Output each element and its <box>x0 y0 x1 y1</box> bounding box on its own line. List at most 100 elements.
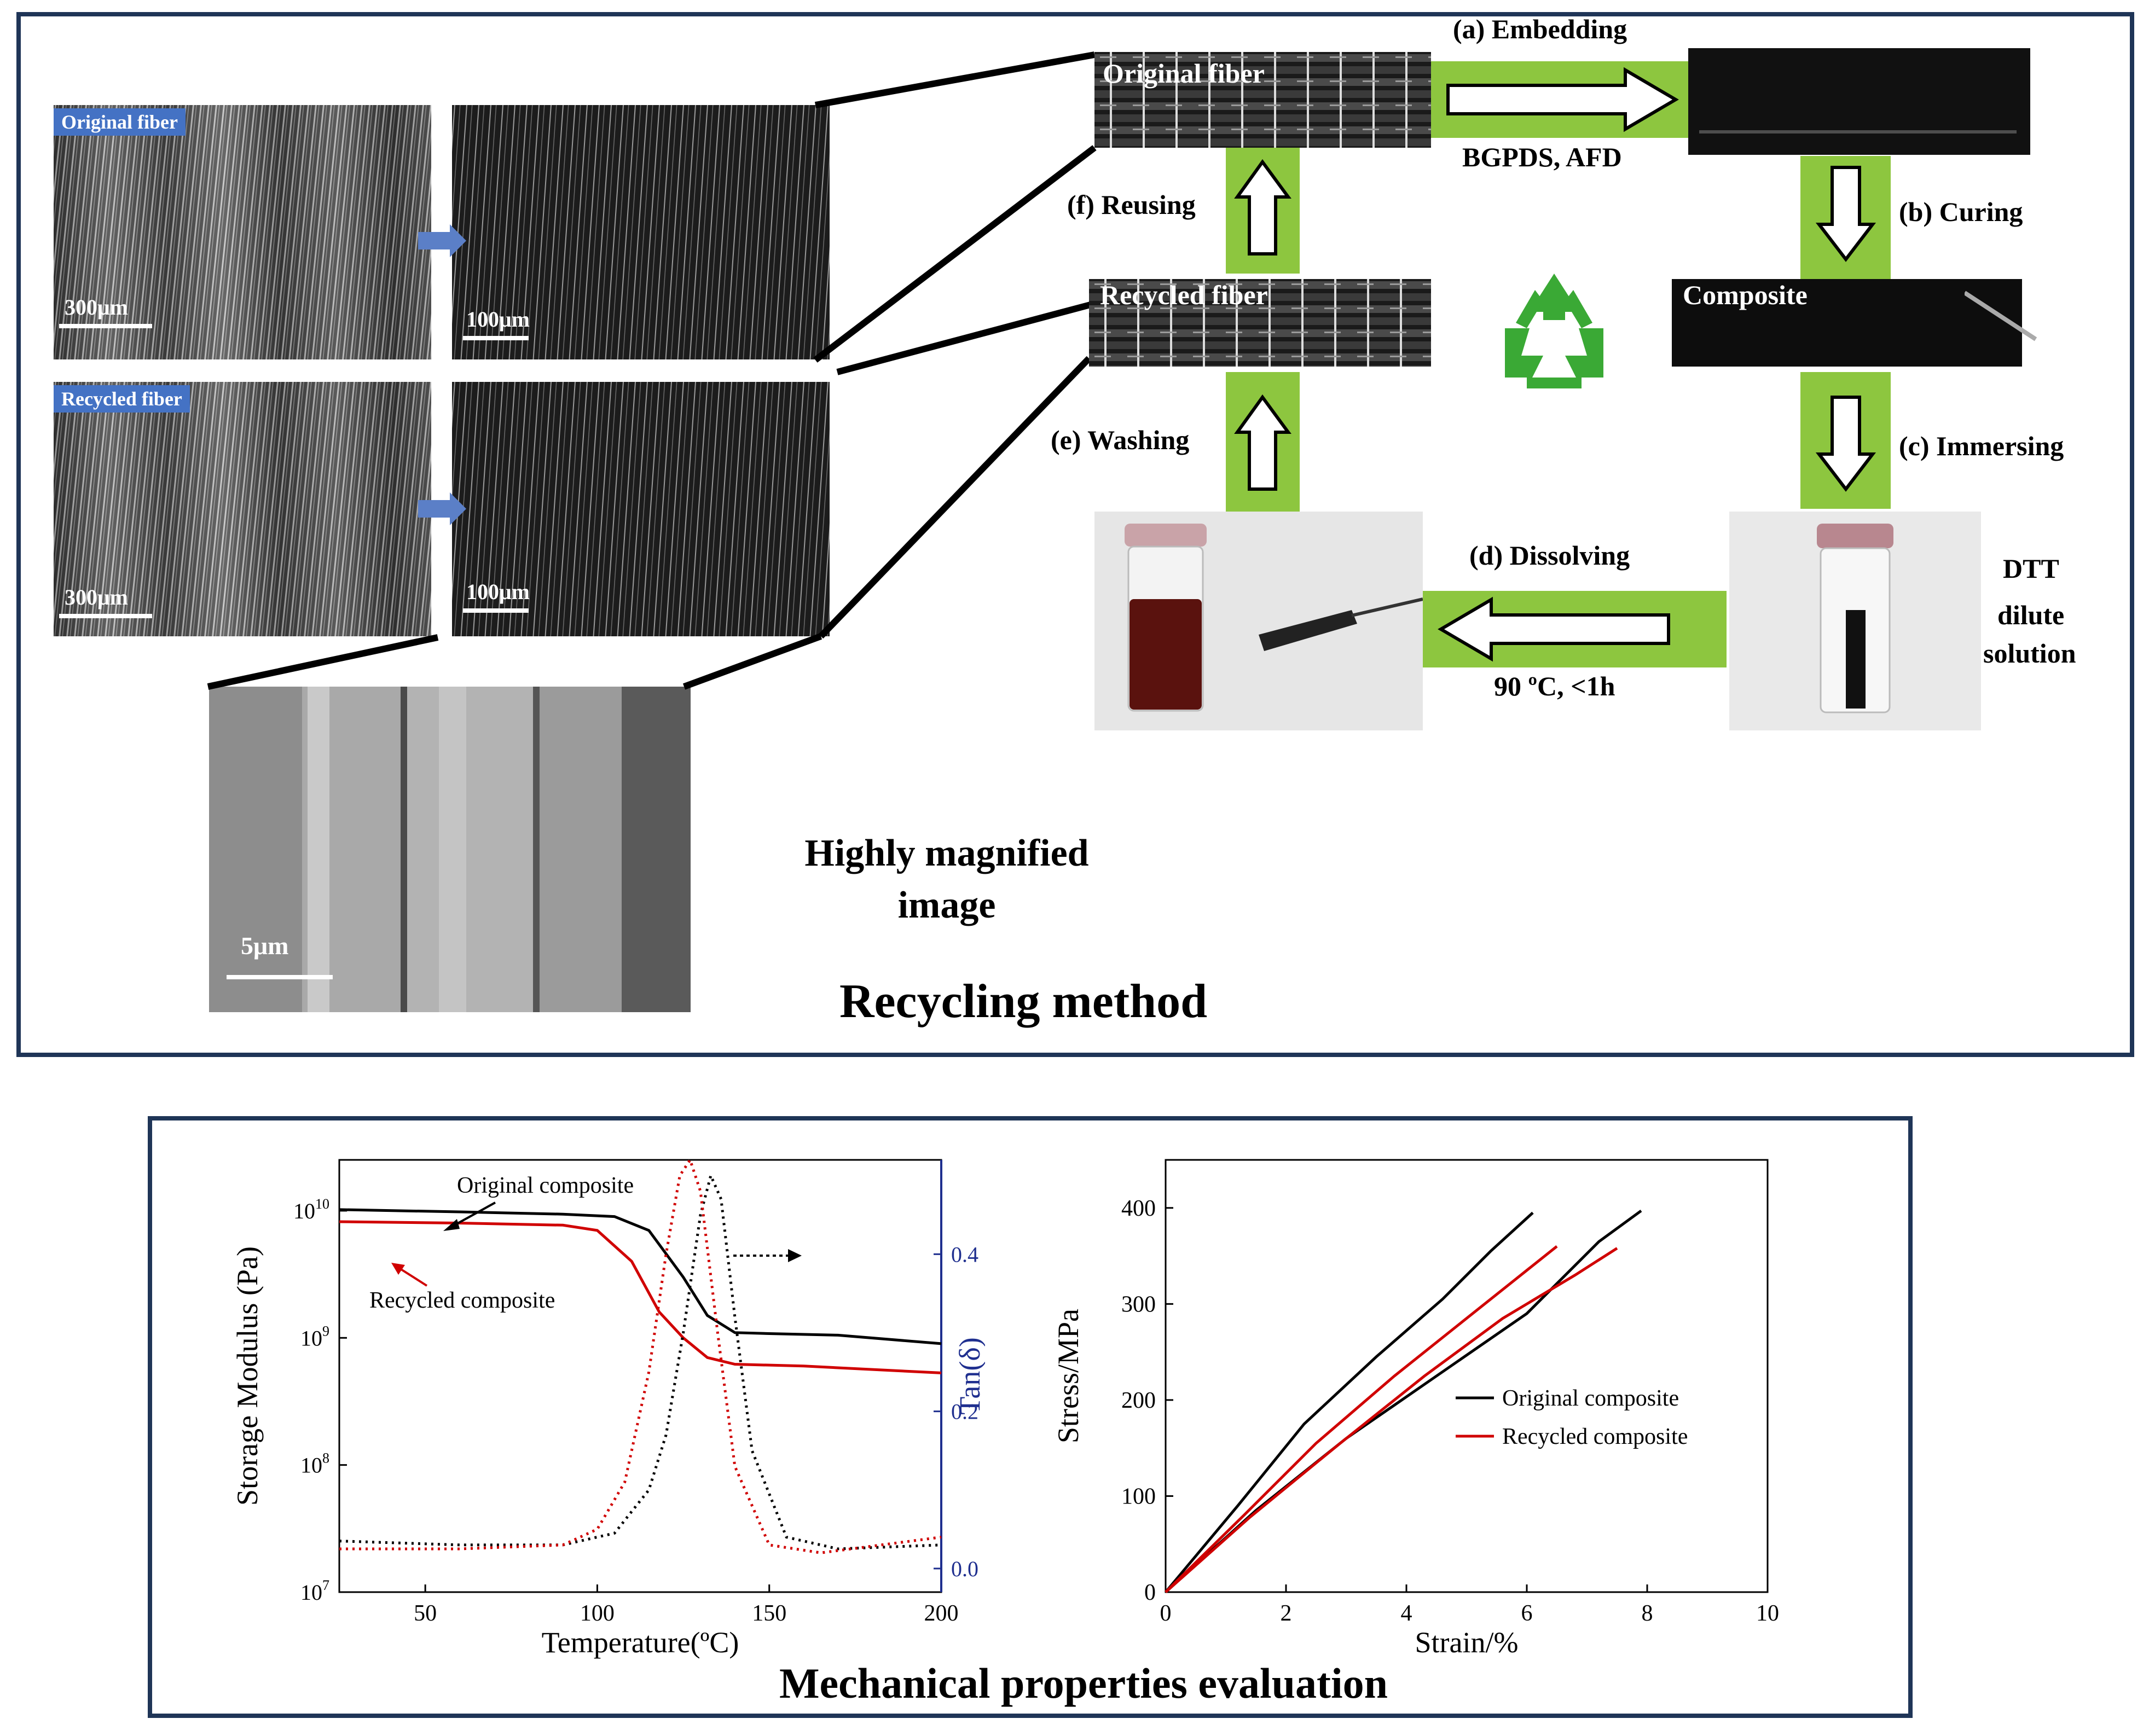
scale-label-300-recycled: 300μm <box>65 585 128 609</box>
composite-sample <box>1672 279 2022 367</box>
mechanical-panel-frame <box>148 1116 1913 1718</box>
y2-tick-label: 0.2 <box>951 1400 978 1424</box>
y-tick-label: 0 <box>1144 1580 1156 1605</box>
y-axis-label: Stress/MPa <box>1052 1309 1085 1443</box>
x-tick-label: 100 <box>580 1601 615 1626</box>
arrow-down-icon <box>1816 396 1876 492</box>
annotation-arrowhead <box>443 1219 460 1231</box>
annotation-arrowhead <box>391 1263 405 1275</box>
scale-bar-300-recycled <box>59 614 152 618</box>
sem-recycled-low-mag <box>54 382 431 636</box>
series-line <box>339 1171 942 1551</box>
y2-tick-label: 0.4 <box>951 1242 978 1267</box>
arrow-right-icon <box>418 224 466 257</box>
tan-axis-arrowhead <box>788 1249 802 1262</box>
series-line <box>1165 1211 1534 1593</box>
y-tick-label: 107 <box>300 1577 329 1605</box>
plot-area <box>1165 1159 1769 1593</box>
annotation-arrow <box>396 1265 428 1287</box>
composite-label: Composite <box>1683 280 1808 310</box>
series-line <box>339 1220 942 1374</box>
x-tick-label: 8 <box>1642 1601 1653 1626</box>
x-tick-label: 2 <box>1281 1601 1292 1626</box>
magnified-caption-line1: Highly magnified <box>804 832 1089 874</box>
arrow-up-icon <box>1234 159 1291 256</box>
y-tick-label: 108 <box>300 1450 329 1478</box>
dtt-label-line2: dilute <box>1997 600 2065 630</box>
arrow-right-icon <box>1446 67 1679 132</box>
scale-bar-100-recycled <box>463 608 529 613</box>
arrow-left-icon <box>1438 596 1670 662</box>
series-line <box>1165 1245 1558 1593</box>
scale-label-300-original: 300μm <box>65 295 128 320</box>
tweezers-icon <box>1965 291 2037 341</box>
dtt-vial-photo <box>1729 512 1981 730</box>
magnified-caption-line2: image <box>897 884 996 926</box>
y-tick-label: 100 <box>1121 1484 1156 1509</box>
recycled-fiber-fabric <box>1089 279 1431 367</box>
scale-label-100-recycled: 100μm <box>466 579 530 604</box>
recycling-panel-title: Recycling method <box>839 975 1208 1028</box>
x-axis-label: Temperature(ºC) <box>542 1626 739 1659</box>
dissolved-vial-photo <box>1094 512 1423 730</box>
step-washing-label: (e) Washing <box>1051 425 1190 455</box>
plot-area <box>338 1159 942 1593</box>
x-axis-label: Strain/% <box>1415 1626 1519 1659</box>
y2-tick-label: 0.0 <box>951 1557 978 1581</box>
x-tick-label: 4 <box>1401 1601 1412 1626</box>
arrow-up-icon <box>1234 394 1291 491</box>
x-tick-label: 10 <box>1756 1601 1779 1626</box>
mechanical-panel-title: Mechanical properties evaluation <box>779 1659 1388 1707</box>
y-tick-label: 1010 <box>293 1196 329 1223</box>
sem-original-low-mag <box>54 105 431 359</box>
step-embedding-label: (a) Embedding <box>1453 14 1627 44</box>
y-tick-label: 109 <box>300 1323 329 1350</box>
scale-bar-300-original <box>59 324 152 328</box>
recycled-fiber-label: Recycled fiber <box>1100 280 1268 310</box>
scale-bar-5 <box>227 975 333 979</box>
arrow-right-icon <box>418 492 466 525</box>
dtt-label-line3: solution <box>1983 638 2076 669</box>
scale-label-5: 5μm <box>241 932 289 960</box>
sem-recycled-high-mag <box>452 382 830 636</box>
y-tick-label: 300 <box>1121 1292 1156 1317</box>
legend-label: Original composite <box>1502 1386 1679 1411</box>
embedded-fiber-sample <box>1688 48 2030 155</box>
legend-label: Recycled composite <box>1502 1424 1688 1449</box>
series-line <box>1165 1209 1642 1593</box>
series-line <box>339 1208 942 1345</box>
arrow-down-icon <box>1816 166 1876 262</box>
step-dissolving-label: (d) Dissolving <box>1469 540 1630 571</box>
y-tick-label: 400 <box>1121 1196 1156 1221</box>
connector-lines <box>207 51 1097 690</box>
scale-label-100-original: 100μm <box>466 307 530 332</box>
x-tick-label: 6 <box>1521 1601 1533 1626</box>
step-dissolving-sub: 90 ºC, <1h <box>1494 671 1615 701</box>
scale-bar-100-original <box>463 336 529 340</box>
sem-highly-magnified <box>209 687 691 1012</box>
recycled-fiber-tag: Recycled fiber <box>54 385 190 413</box>
x-tick-label: 200 <box>924 1601 959 1626</box>
sem-original-high-mag <box>452 105 830 359</box>
step-immersing-label: (c) Immersing <box>1899 431 2064 461</box>
y-tick-label: 200 <box>1121 1388 1156 1413</box>
series-line <box>1165 1247 1618 1593</box>
x-tick-label: 150 <box>752 1601 786 1626</box>
original-fiber-label: Original fiber <box>1103 58 1265 89</box>
step-curing-label: (b) Curing <box>1899 196 2023 227</box>
original-fiber-tag: Original fiber <box>54 108 186 136</box>
dtt-label-line1: DTT <box>2003 553 2059 584</box>
annotation-recycled: Recycled composite <box>369 1288 555 1313</box>
x-tick-label: 0 <box>1160 1601 1172 1626</box>
x-tick-label: 50 <box>414 1601 437 1626</box>
y2-axis-label: Tan(δ) <box>953 1337 985 1415</box>
dma-chart: 50 100 150 200 107 108 109 1010 0.0 0.2 0.4Tempera… <box>231 1157 985 1659</box>
annotation-original: Original composite <box>457 1173 634 1198</box>
recycling-panel-frame <box>16 12 2134 1057</box>
step-reusing-label: (f) Reusing <box>1067 189 1196 220</box>
original-fiber-fabric <box>1094 52 1431 148</box>
recycle-icon <box>1505 274 1603 388</box>
y-axis-label: Storage Modulus (Pa) <box>231 1246 264 1506</box>
step-embedding-sub: BGPDS, AFD <box>1462 142 1622 172</box>
